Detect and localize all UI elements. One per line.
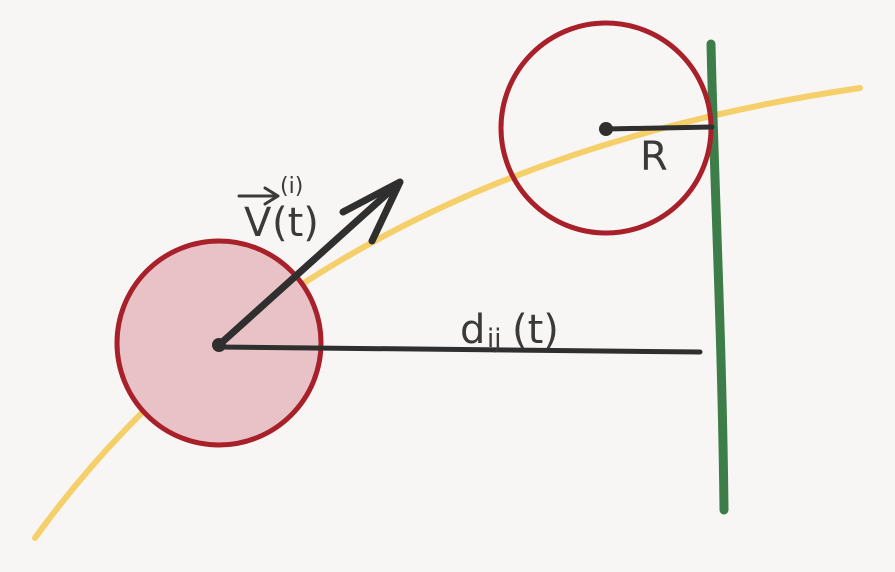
particle-center-dot	[212, 338, 226, 352]
distance-subscript: ij	[487, 324, 501, 354]
distance-line	[216, 344, 703, 355]
velocity-superscript: (i)	[280, 174, 303, 199]
distance-symbol: d	[460, 307, 485, 353]
velocity-label: V (t) (i)	[237, 174, 319, 246]
velocity-argument: (t)	[272, 200, 319, 246]
distance-argument: (t)	[512, 307, 559, 353]
vector-arrow-icon	[215, 178, 404, 349]
target-center-dot	[599, 122, 613, 136]
distance-label: d ij (t)	[460, 307, 559, 354]
velocity-symbol: V	[244, 200, 272, 246]
vector-overarrow-icon	[237, 186, 280, 206]
radius-label: R	[640, 134, 668, 180]
radius-line	[603, 124, 715, 132]
wall-line	[706, 39, 729, 515]
